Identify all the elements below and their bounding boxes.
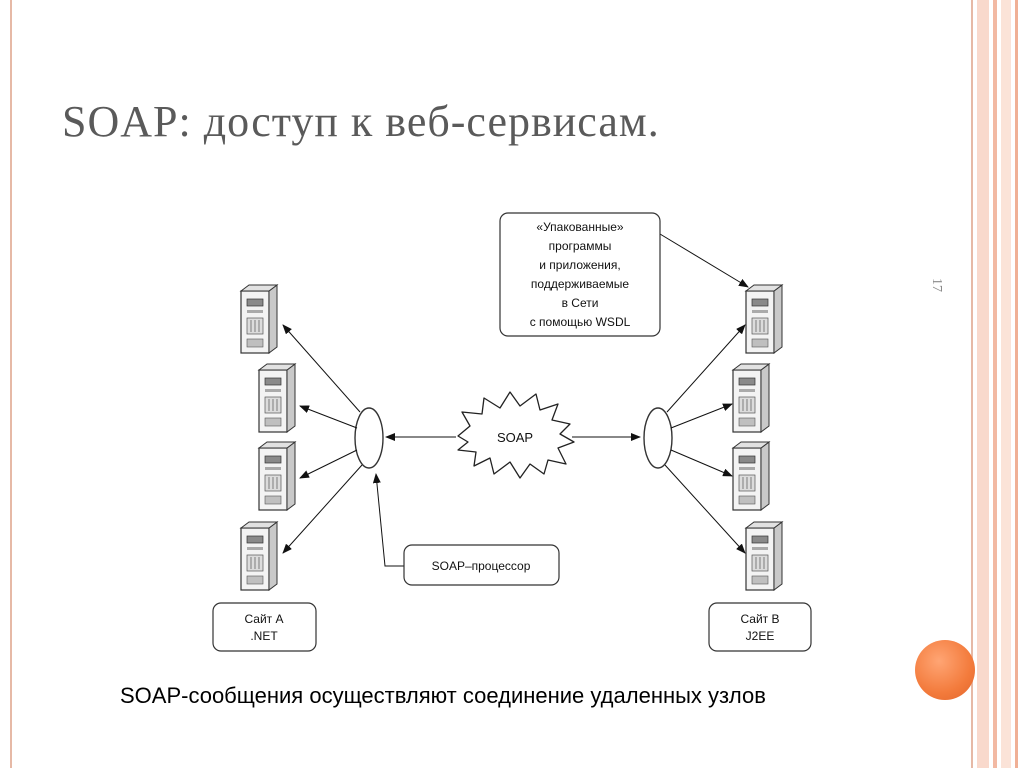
site-a-platform: .NET	[250, 629, 278, 643]
server-icon	[732, 441, 770, 511]
connector-arrow	[282, 324, 361, 413]
connector-arrow	[299, 405, 358, 429]
site-b-label: Сайт В	[740, 612, 779, 626]
site-a-label: Сайт А	[244, 612, 283, 626]
wsdl-box	[499, 212, 661, 337]
wsdl-line: с помощью WSDL	[530, 315, 631, 329]
soap-cloud	[457, 391, 575, 479]
connector-arrow	[670, 449, 733, 477]
site-b-box	[708, 602, 812, 652]
connector-arrow	[372, 473, 404, 567]
connector-arrow	[664, 464, 746, 554]
wsdl-line: «Упакованные»	[536, 220, 623, 234]
server-icon	[732, 363, 770, 433]
wsdl-line: и приложения,	[539, 258, 620, 272]
slide-frame	[10, 0, 973, 768]
connector-arrow	[666, 324, 746, 413]
decorative-orange-circle	[915, 640, 975, 700]
soap-processor-label: SOAP–процессор	[432, 559, 531, 573]
slide-caption: SOAP-сообщения осуществляют соединение у…	[120, 683, 766, 708]
soap-cloud-label: SOAP	[497, 430, 533, 445]
server-icon	[745, 284, 783, 354]
connector-arrow	[659, 233, 749, 288]
soap-processor-box	[403, 544, 560, 586]
site-a-box	[212, 602, 317, 652]
slide-title: SOAP: доступ к веб-сервисам.	[62, 97, 660, 146]
wsdl-line: программы	[549, 239, 612, 253]
wsdl-line: в Сети	[562, 296, 599, 310]
connector-arrow	[670, 403, 733, 429]
server-icon	[745, 521, 783, 591]
server-icon	[258, 441, 296, 511]
decorative-stripes	[973, 0, 1024, 768]
left-soap-node	[354, 407, 384, 469]
server-icon	[240, 521, 278, 591]
right-soap-node	[643, 407, 673, 469]
connector-arrow	[299, 449, 358, 479]
wsdl-line: поддерживаемые	[531, 277, 629, 291]
site-b-platform: J2EE	[746, 629, 775, 643]
server-icon	[258, 363, 296, 433]
connector-arrow	[282, 464, 363, 554]
server-icon	[240, 284, 278, 354]
